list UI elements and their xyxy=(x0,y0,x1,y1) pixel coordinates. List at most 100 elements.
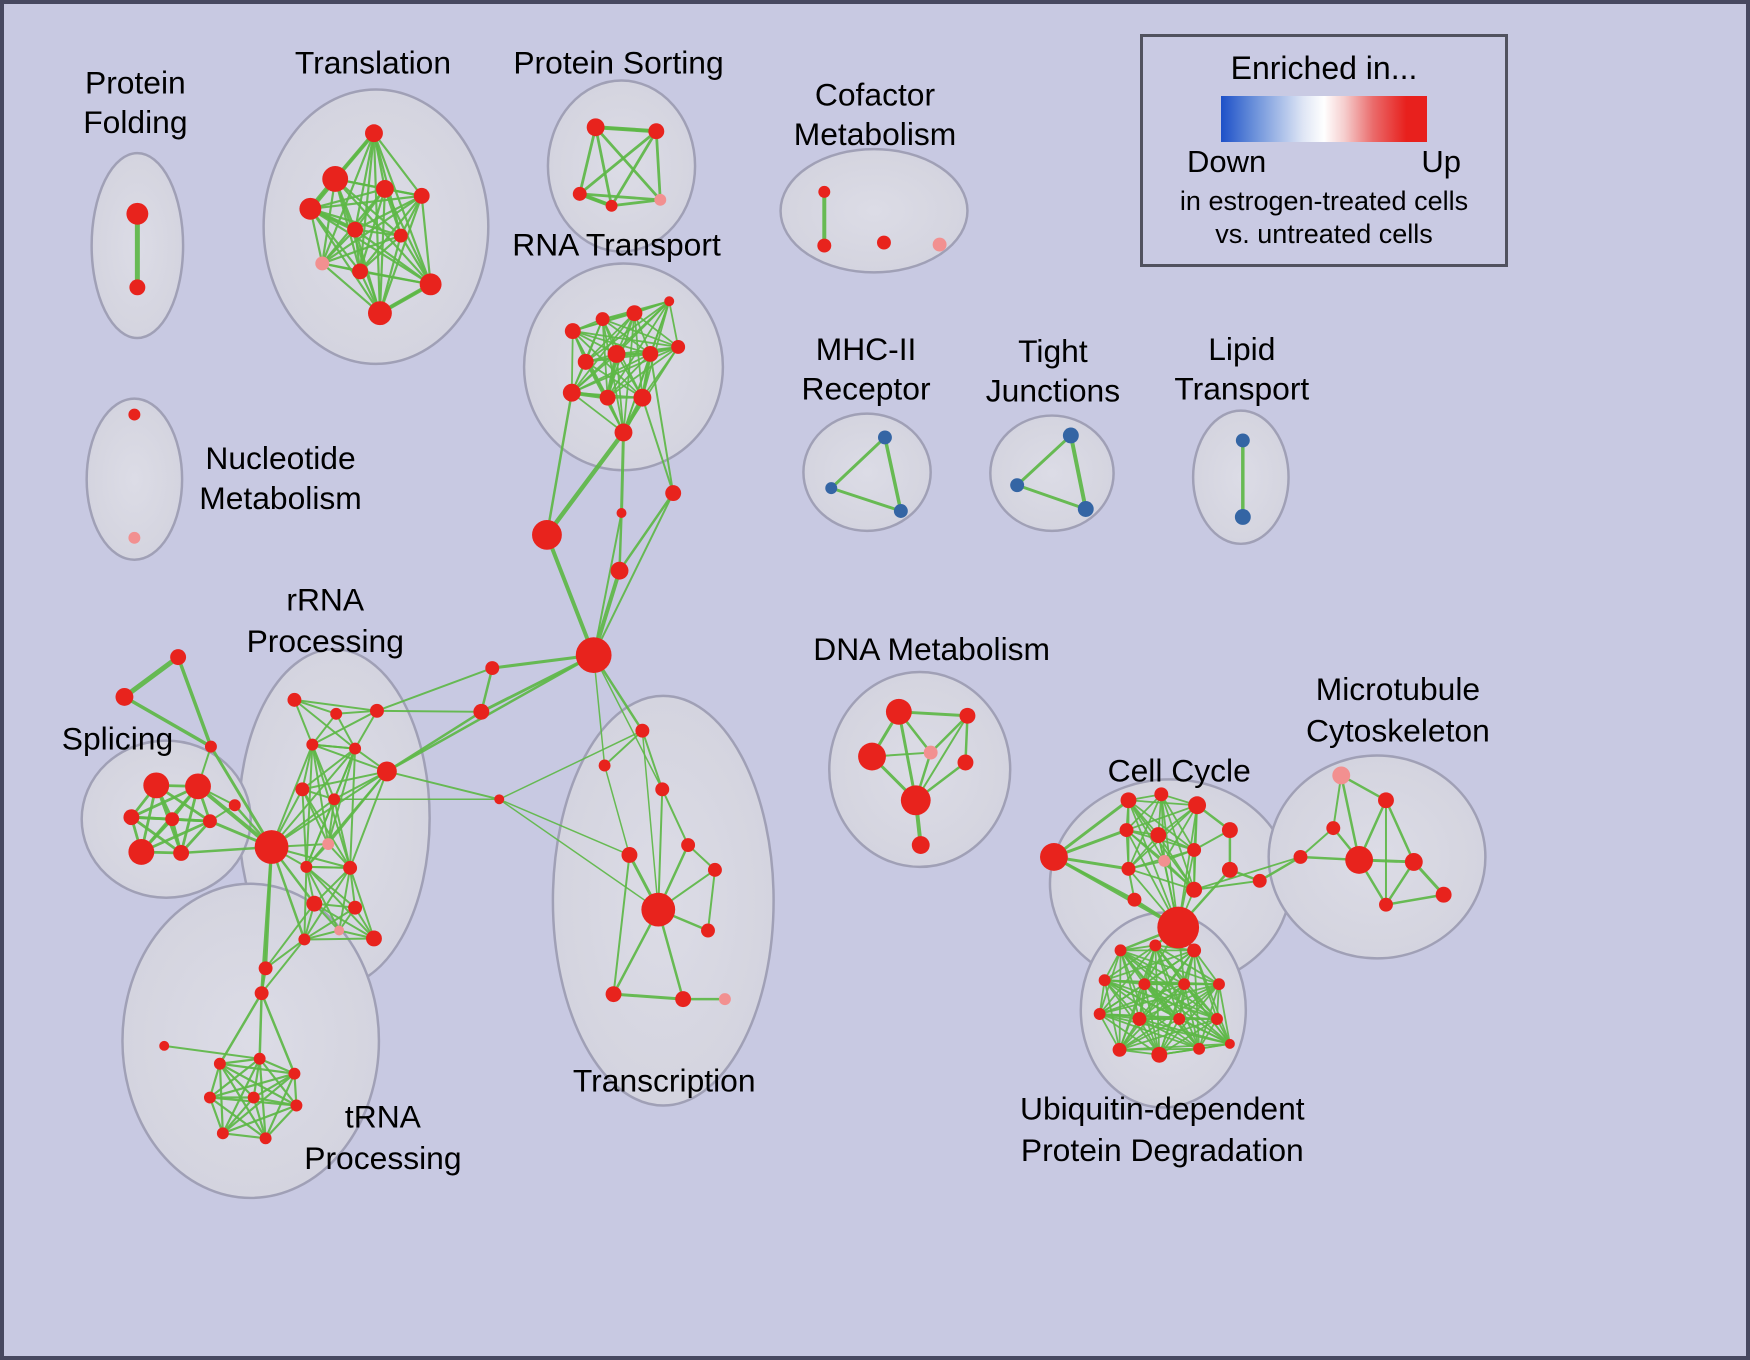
graph-node-txhub[interactable] xyxy=(641,892,676,927)
graph-node-mh2[interactable] xyxy=(825,482,838,495)
graph-node-tx7[interactable] xyxy=(701,923,715,938)
graph-node-ps5[interactable] xyxy=(654,193,667,206)
graph-node-ub2[interactable] xyxy=(1149,939,1162,952)
graph-node-dm1[interactable] xyxy=(885,698,912,725)
graph-node-cchub[interactable] xyxy=(1157,906,1200,949)
graph-node-m1[interactable] xyxy=(494,794,505,805)
graph-node-ub10[interactable] xyxy=(1173,1013,1186,1025)
graph-node-ub6[interactable] xyxy=(1178,978,1191,991)
graph-node-dm7[interactable] xyxy=(911,836,930,854)
graph-node-cc4[interactable] xyxy=(1188,796,1207,815)
graph-node-lt1[interactable] xyxy=(1235,433,1250,448)
graph-node-cc3[interactable] xyxy=(1154,787,1169,802)
graph-node-tr2[interactable] xyxy=(322,166,349,192)
graph-node-pf1[interactable] xyxy=(126,202,149,225)
graph-node-cc12[interactable] xyxy=(1252,873,1267,888)
graph-node-cc2[interactable] xyxy=(1120,792,1137,809)
graph-node-tr10[interactable] xyxy=(419,273,442,296)
graph-node-tx6[interactable] xyxy=(707,862,722,877)
graph-node-rt8[interactable] xyxy=(577,353,594,370)
graph-node-ub9[interactable] xyxy=(1132,1012,1147,1026)
graph-node-dm3[interactable] xyxy=(858,742,886,771)
graph-node-dm4[interactable] xyxy=(923,745,938,760)
graph-node-tg1[interactable] xyxy=(170,649,187,666)
graph-node-rr13[interactable] xyxy=(348,900,363,915)
graph-node-rrhub[interactable] xyxy=(254,830,289,864)
graph-node-dm2[interactable] xyxy=(959,707,976,724)
graph-node-tx10[interactable] xyxy=(718,993,731,1006)
graph-node-rr7[interactable] xyxy=(295,782,310,797)
graph-node-tp1[interactable] xyxy=(254,986,269,1001)
graph-node-tj3[interactable] xyxy=(1077,501,1094,517)
graph-node-tp8[interactable] xyxy=(290,1099,303,1112)
graph-node-cc8[interactable] xyxy=(1187,843,1202,857)
graph-node-tp3[interactable] xyxy=(213,1057,226,1070)
graph-node-rt12[interactable] xyxy=(614,423,633,442)
graph-node-tg3[interactable] xyxy=(204,740,217,753)
graph-node-rr6[interactable] xyxy=(376,761,397,782)
graph-node-ub8[interactable] xyxy=(1093,1008,1106,1020)
graph-node-lt2[interactable] xyxy=(1234,509,1251,525)
graph-node-tx1[interactable] xyxy=(635,723,650,738)
graph-node-tj1[interactable] xyxy=(1062,427,1079,444)
graph-node-rt5[interactable] xyxy=(671,340,686,354)
graph-node-rt3[interactable] xyxy=(626,305,643,322)
graph-node-mc7[interactable] xyxy=(1435,886,1452,903)
graph-node-ub5[interactable] xyxy=(1138,978,1151,991)
graph-node-cc6[interactable] xyxy=(1119,823,1134,838)
graph-node-rt11[interactable] xyxy=(633,388,652,407)
graph-node-tr8[interactable] xyxy=(315,256,330,271)
graph-node-tx8[interactable] xyxy=(605,986,622,1003)
graph-node-tg2[interactable] xyxy=(115,687,134,706)
graph-node-rr16[interactable] xyxy=(366,930,382,947)
graph-node-dm5[interactable] xyxy=(957,754,974,771)
graph-node-rr10[interactable] xyxy=(300,860,313,873)
graph-node-rr11[interactable] xyxy=(343,860,358,875)
graph-node-ub4[interactable] xyxy=(1098,974,1111,987)
graph-node-tx3[interactable] xyxy=(655,782,670,797)
graph-node-sp5[interactable] xyxy=(202,814,217,829)
graph-node-tx9[interactable] xyxy=(675,991,692,1008)
graph-node-ub3[interactable] xyxy=(1187,943,1202,958)
graph-node-tr3[interactable] xyxy=(299,197,322,220)
graph-node-tr6[interactable] xyxy=(347,221,364,238)
graph-node-cn4[interactable] xyxy=(610,561,629,580)
graph-node-tr4[interactable] xyxy=(375,179,394,198)
graph-node-cn1[interactable] xyxy=(665,485,682,502)
graph-node-rr15[interactable] xyxy=(298,933,311,946)
graph-node-cc7[interactable] xyxy=(1150,827,1167,844)
graph-node-nm1[interactable] xyxy=(128,408,141,421)
graph-node-mc5[interactable] xyxy=(1345,846,1374,874)
graph-node-cm4[interactable] xyxy=(932,237,947,252)
graph-node-cm3[interactable] xyxy=(876,235,891,250)
graph-node-rr2[interactable] xyxy=(330,707,343,720)
graph-node-nm2[interactable] xyxy=(128,531,141,544)
graph-node-tp4[interactable] xyxy=(253,1052,266,1065)
graph-node-cn2[interactable] xyxy=(616,508,627,518)
graph-node-sp1[interactable] xyxy=(143,772,170,799)
graph-node-tr11[interactable] xyxy=(368,301,392,326)
graph-node-rr1[interactable] xyxy=(287,692,302,707)
graph-node-rr9[interactable] xyxy=(322,838,335,850)
graph-node-ub12[interactable] xyxy=(1112,1042,1127,1057)
graph-node-cc11[interactable] xyxy=(1221,861,1238,878)
graph-node-cc9[interactable] xyxy=(1158,854,1171,867)
graph-node-sp3[interactable] xyxy=(123,809,140,826)
graph-node-tx5[interactable] xyxy=(681,838,696,852)
graph-node-dm6[interactable] xyxy=(900,785,931,816)
graph-node-tx2[interactable] xyxy=(598,759,611,772)
graph-node-rr3[interactable] xyxy=(369,703,384,718)
graph-node-rt7[interactable] xyxy=(607,344,626,363)
graph-node-rt2[interactable] xyxy=(595,312,610,327)
graph-node-sp7[interactable] xyxy=(173,845,190,861)
graph-node-sp2[interactable] xyxy=(185,773,211,800)
graph-node-tp10[interactable] xyxy=(259,1132,272,1145)
graph-node-ps3[interactable] xyxy=(572,186,587,201)
graph-node-rr5[interactable] xyxy=(349,742,362,755)
graph-node-tr1[interactable] xyxy=(365,124,383,143)
graph-node-mc8[interactable] xyxy=(1379,897,1393,912)
graph-node-tr9[interactable] xyxy=(352,263,368,280)
graph-node-rt9[interactable] xyxy=(562,383,581,402)
graph-node-cm2[interactable] xyxy=(817,238,832,253)
graph-node-cc1[interactable] xyxy=(1040,843,1068,871)
